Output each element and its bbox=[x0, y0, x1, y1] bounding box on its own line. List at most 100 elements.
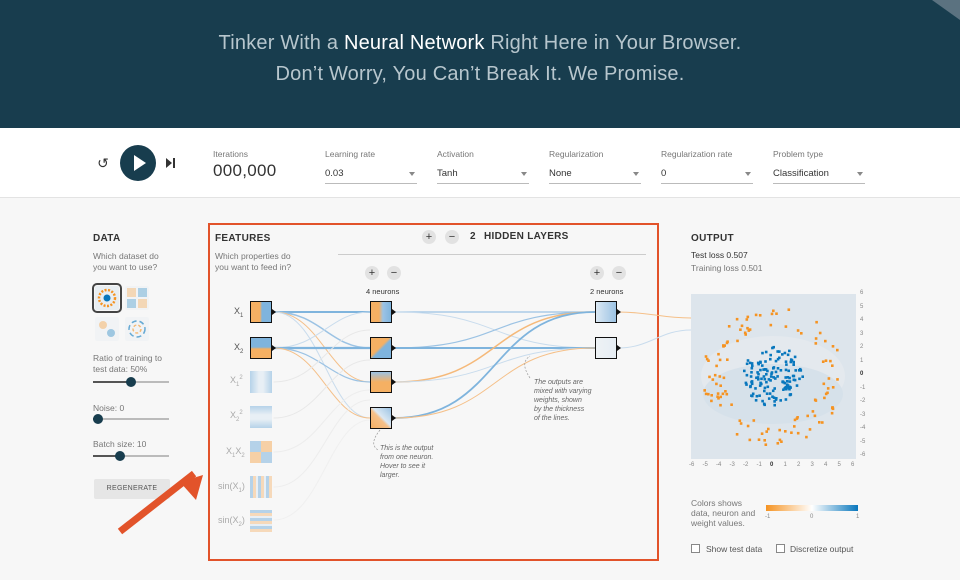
scatter-point-blue bbox=[781, 380, 785, 383]
remove-neuron-layer1-button[interactable]: − bbox=[387, 266, 401, 280]
regularization-rate-select[interactable]: 0 bbox=[661, 165, 753, 184]
scatter-point-orange bbox=[707, 392, 710, 396]
scatter-point-blue bbox=[792, 363, 795, 366]
scatter-point-orange bbox=[746, 315, 750, 319]
scatter-point-orange bbox=[721, 392, 725, 396]
dataset-spiral[interactable] bbox=[125, 317, 149, 341]
y-tick-label: -3 bbox=[860, 411, 866, 418]
x-tick-label: 3 bbox=[810, 462, 814, 468]
learning-rate-select[interactable]: 0.03 bbox=[325, 165, 417, 184]
scatter-point-blue bbox=[750, 382, 754, 386]
scatter-point-orange bbox=[744, 333, 747, 336]
x-tick-label: 2 bbox=[797, 462, 801, 468]
scatter-point-blue bbox=[761, 364, 764, 367]
play-button[interactable] bbox=[120, 145, 156, 181]
dataset-circle[interactable] bbox=[92, 283, 122, 313]
add-neuron-layer1-button[interactable]: + bbox=[365, 266, 379, 280]
scatter-point-blue bbox=[770, 372, 773, 376]
hidden-neuron-1-4[interactable] bbox=[370, 407, 396, 429]
y-tick-label: 0 bbox=[860, 371, 864, 377]
scatter-point-blue bbox=[769, 379, 772, 382]
feature-node-x2-squared[interactable] bbox=[250, 406, 272, 428]
scatter-point-orange bbox=[719, 403, 722, 407]
scatter-point-blue bbox=[749, 385, 752, 389]
scatter-point-orange bbox=[711, 378, 715, 381]
scatter-point-orange bbox=[821, 360, 825, 363]
hidden-neuron-2-1[interactable] bbox=[595, 301, 621, 323]
scatter-point-blue bbox=[792, 360, 795, 364]
scatter-point-orange bbox=[796, 329, 800, 332]
feature-node-x2[interactable] bbox=[250, 337, 276, 359]
chevron-down-icon bbox=[409, 172, 415, 176]
controls-bar bbox=[0, 128, 960, 198]
scatter-point-orange bbox=[722, 344, 725, 347]
scatter-point-orange bbox=[704, 392, 708, 396]
scatter-point-orange bbox=[748, 328, 752, 331]
remove-layer-button[interactable]: − bbox=[445, 230, 459, 244]
scatter-point-blue bbox=[778, 356, 781, 360]
scatter-point-orange bbox=[740, 324, 744, 328]
add-layer-button[interactable]: + bbox=[422, 230, 436, 244]
scatter-point-orange bbox=[822, 382, 826, 386]
feature-label-x1-squared: X12 bbox=[230, 375, 243, 388]
scatter-point-blue bbox=[751, 394, 754, 398]
show-test-data-checkbox[interactable] bbox=[691, 544, 700, 553]
scatter-point-blue bbox=[755, 394, 759, 398]
scatter-point-blue bbox=[766, 369, 769, 373]
batch-size-slider[interactable] bbox=[93, 451, 169, 461]
layers-divider bbox=[338, 254, 646, 255]
scatter-point-blue bbox=[787, 369, 790, 373]
hidden-neuron-1-1[interactable] bbox=[370, 301, 396, 323]
scatter-point-orange bbox=[727, 325, 731, 328]
scatter-point-blue bbox=[751, 364, 754, 368]
weight-line bbox=[273, 399, 371, 488]
feature-node-x1[interactable] bbox=[250, 301, 276, 323]
scatter-point-blue bbox=[773, 403, 776, 407]
scatter-point-orange bbox=[821, 421, 824, 424]
discretize-output-label: Discretize output bbox=[790, 544, 854, 554]
hidden-neuron-1-3[interactable] bbox=[370, 371, 396, 393]
scatter-point-blue bbox=[779, 369, 783, 372]
scatter-point-blue bbox=[763, 368, 767, 371]
scatter-point-orange bbox=[708, 375, 711, 379]
regularization-select[interactable]: None bbox=[549, 165, 641, 184]
scatter-point-blue bbox=[782, 388, 785, 391]
scatter-point-orange bbox=[818, 331, 822, 335]
scatter-point-orange bbox=[739, 422, 743, 425]
output-heatmap[interactable] bbox=[691, 294, 856, 459]
regularization-rate-label: Regularization rate bbox=[661, 149, 733, 159]
scatter-point-blue bbox=[788, 349, 791, 353]
circle-dataset-icon bbox=[97, 288, 117, 308]
scatter-point-blue bbox=[759, 381, 762, 385]
scatter-point-blue bbox=[749, 375, 753, 378]
step-button[interactable] bbox=[164, 156, 178, 170]
feature-node-x1x2[interactable] bbox=[250, 441, 272, 463]
noise-slider[interactable] bbox=[93, 414, 169, 424]
hidden-neuron-1-2[interactable] bbox=[370, 337, 396, 359]
dataset-xor[interactable] bbox=[125, 286, 149, 310]
activation-select[interactable]: Tanh bbox=[437, 165, 529, 184]
feature-node-sin-x1[interactable] bbox=[250, 476, 272, 498]
chevron-down-icon bbox=[521, 172, 527, 176]
scatter-point-blue bbox=[776, 367, 780, 370]
scatter-point-orange bbox=[730, 403, 733, 406]
scatter-point-orange bbox=[778, 428, 781, 432]
dataset-gauss[interactable] bbox=[95, 317, 119, 341]
feature-node-sin-x2[interactable] bbox=[250, 510, 272, 532]
scatter-point-orange bbox=[725, 341, 729, 345]
ratio-slider[interactable] bbox=[93, 377, 169, 387]
problem-type-select[interactable]: Classification bbox=[773, 165, 865, 184]
reset-button[interactable]: ↺ bbox=[97, 155, 109, 171]
feature-node-x1-squared[interactable] bbox=[250, 371, 272, 393]
add-neuron-layer2-button[interactable]: + bbox=[590, 266, 604, 280]
scatter-point-blue bbox=[794, 369, 797, 372]
discretize-output-checkbox[interactable] bbox=[776, 544, 785, 553]
remove-neuron-layer2-button[interactable]: − bbox=[612, 266, 626, 280]
regenerate-button[interactable]: REGENERATE bbox=[94, 479, 170, 499]
scatter-point-blue bbox=[762, 368, 765, 371]
scatter-point-orange bbox=[745, 318, 749, 321]
scatter-point-orange bbox=[793, 418, 797, 422]
hidden-neuron-2-2[interactable] bbox=[595, 337, 621, 359]
